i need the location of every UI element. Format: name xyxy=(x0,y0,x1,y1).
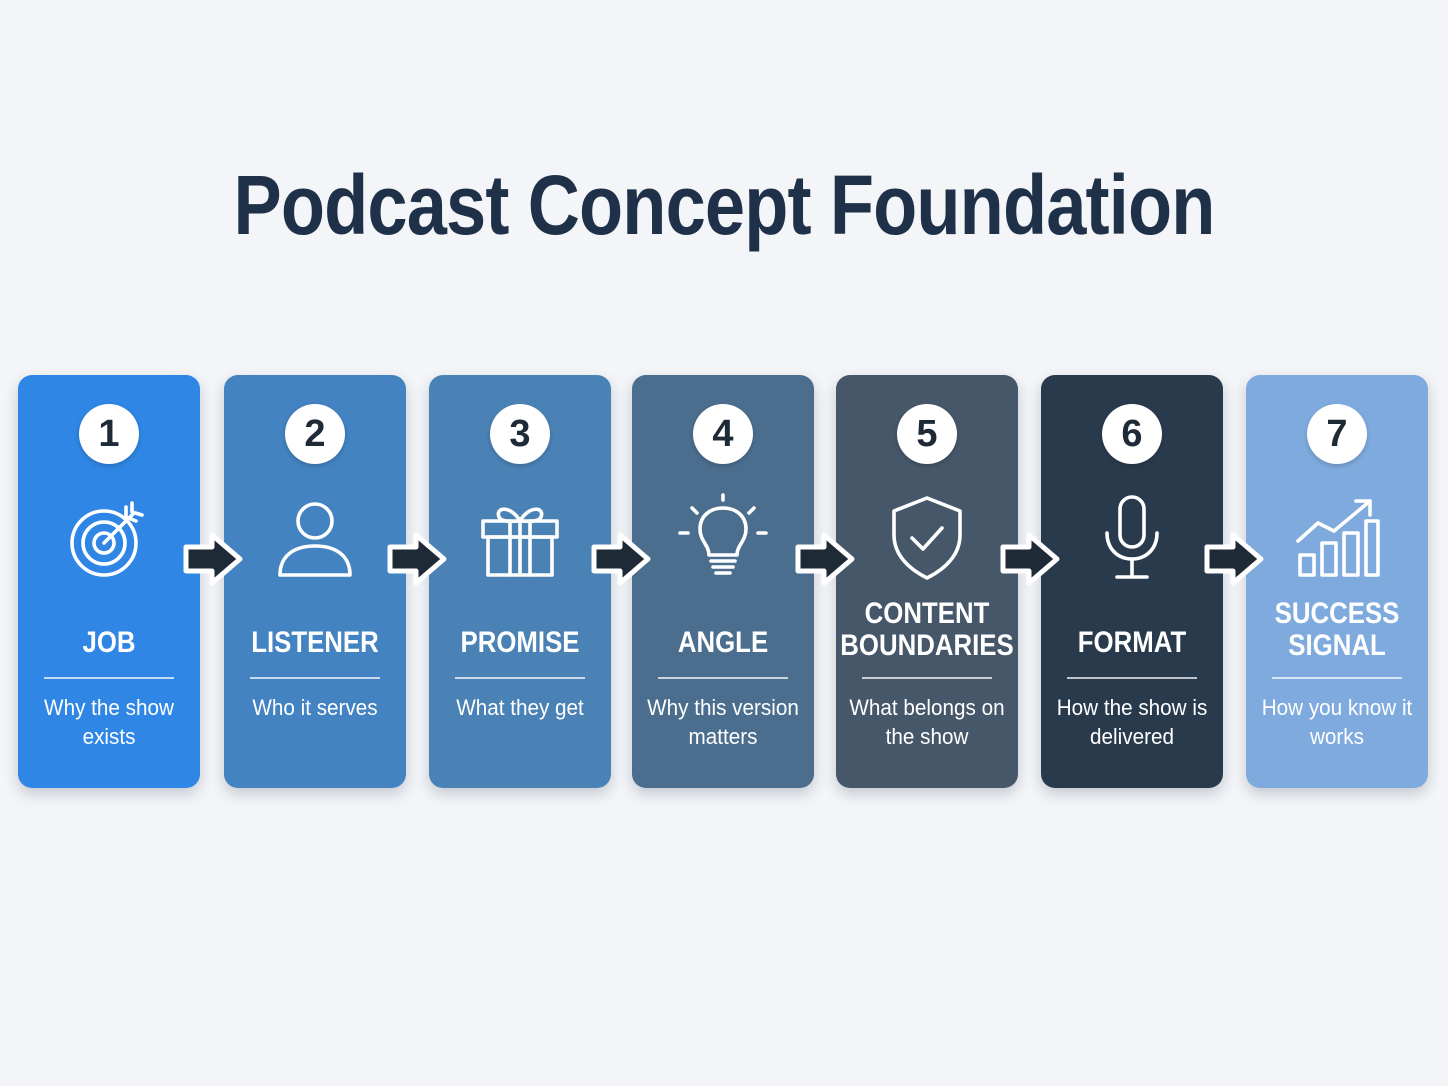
step-name: SUCCESS SIGNAL xyxy=(1274,597,1400,662)
divider xyxy=(1067,677,1197,679)
step-card-job: 1 JOB Why the show exists xyxy=(18,375,200,788)
step-description: Why this version matters xyxy=(647,695,799,749)
divider xyxy=(658,677,788,679)
step-number: 3 xyxy=(490,404,550,464)
step-name: LISTENER xyxy=(251,626,379,659)
step-name: CONTENT BOUNDARIES xyxy=(840,597,1014,662)
growth-chart-icon xyxy=(1292,493,1382,583)
divider xyxy=(455,677,585,679)
step-number: 7 xyxy=(1307,404,1367,464)
person-icon xyxy=(270,493,360,583)
page-title: Podcast Concept Foundation xyxy=(233,158,1216,252)
divider xyxy=(250,677,380,679)
step-name: JOB xyxy=(82,626,136,659)
divider xyxy=(44,677,174,679)
arrow-right-icon xyxy=(590,531,654,587)
shield-check-icon xyxy=(882,493,972,583)
step-description: Who it serves xyxy=(252,695,378,720)
step-name: ANGLE xyxy=(677,626,769,659)
step-number: 1 xyxy=(79,404,139,464)
step-number: 5 xyxy=(897,404,957,464)
step-card-listener: 2 LISTENER Who it serves xyxy=(224,375,406,788)
step-description: What they get xyxy=(456,695,584,720)
step-number: 6 xyxy=(1102,404,1162,464)
step-card-promise: 3 PROMISE What they get xyxy=(429,375,611,788)
step-description: Why the show exists xyxy=(44,695,174,749)
step-name: FORMAT xyxy=(1077,626,1187,659)
arrow-right-icon xyxy=(1203,531,1267,587)
arrow-right-icon xyxy=(794,531,858,587)
divider xyxy=(862,677,992,679)
step-card-content-boundaries: 5 CONTENT BOUNDARIES What belongs on the… xyxy=(836,375,1018,788)
step-name: PROMISE xyxy=(460,626,580,659)
step-card-success-signal: 7 SUCCESS SIGNAL How you know it works xyxy=(1246,375,1428,788)
microphone-icon xyxy=(1087,493,1177,583)
arrow-right-icon xyxy=(999,531,1063,587)
gift-icon xyxy=(475,493,565,583)
arrow-right-icon xyxy=(182,531,246,587)
divider xyxy=(1272,677,1402,679)
target-icon xyxy=(64,493,154,583)
step-description: How you know it works xyxy=(1261,695,1413,749)
step-description: How the show is delivered xyxy=(1056,695,1208,749)
step-card-format: 6 FORMAT How the show is delivered xyxy=(1041,375,1223,788)
step-number: 2 xyxy=(285,404,345,464)
arrow-right-icon xyxy=(386,531,450,587)
step-description: What belongs on the show xyxy=(849,695,1005,749)
lightbulb-icon xyxy=(678,493,768,583)
step-card-angle: 4 ANGLE Why this version matters xyxy=(632,375,814,788)
step-number: 4 xyxy=(693,404,753,464)
